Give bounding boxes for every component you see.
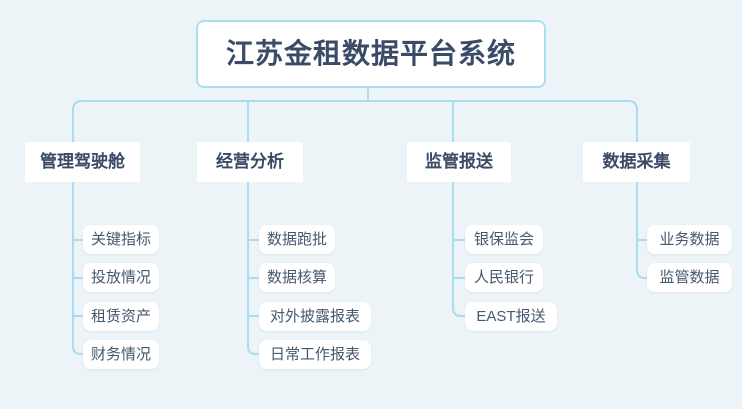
branch-node-management-cockpit[interactable]: 管理驾驶舱	[25, 142, 140, 182]
child-node[interactable]: 关键指标	[83, 225, 159, 254]
child-node[interactable]: 数据跑批	[259, 225, 335, 254]
branch1-trunk	[72, 100, 86, 355]
branch3-trunk	[452, 101, 468, 317]
child-node[interactable]: 投放情况	[83, 263, 159, 292]
branch-node-regulatory-reporting[interactable]: 监管报送	[407, 142, 511, 182]
child-node[interactable]: EAST报送	[465, 302, 557, 331]
child-node[interactable]: 财务情况	[83, 340, 159, 369]
branch-node-business-analysis[interactable]: 经营分析	[197, 142, 303, 182]
child-node[interactable]: 银保监会	[465, 225, 543, 254]
child-node[interactable]: 日常工作报表	[259, 340, 371, 369]
child-node[interactable]: 监管数据	[647, 263, 732, 292]
branch2-trunk	[247, 101, 262, 355]
branch-node-data-collection[interactable]: 数据采集	[583, 142, 690, 182]
child-node[interactable]: 业务数据	[647, 225, 732, 254]
child-node[interactable]: 对外披露报表	[259, 302, 371, 331]
child-node[interactable]: 数据核算	[259, 263, 335, 292]
root-node[interactable]: 江苏金租数据平台系统	[196, 20, 546, 88]
branch4-trunk	[627, 100, 650, 279]
child-node[interactable]: 人民银行	[465, 263, 543, 292]
child-node[interactable]: 租赁资产	[83, 302, 159, 331]
